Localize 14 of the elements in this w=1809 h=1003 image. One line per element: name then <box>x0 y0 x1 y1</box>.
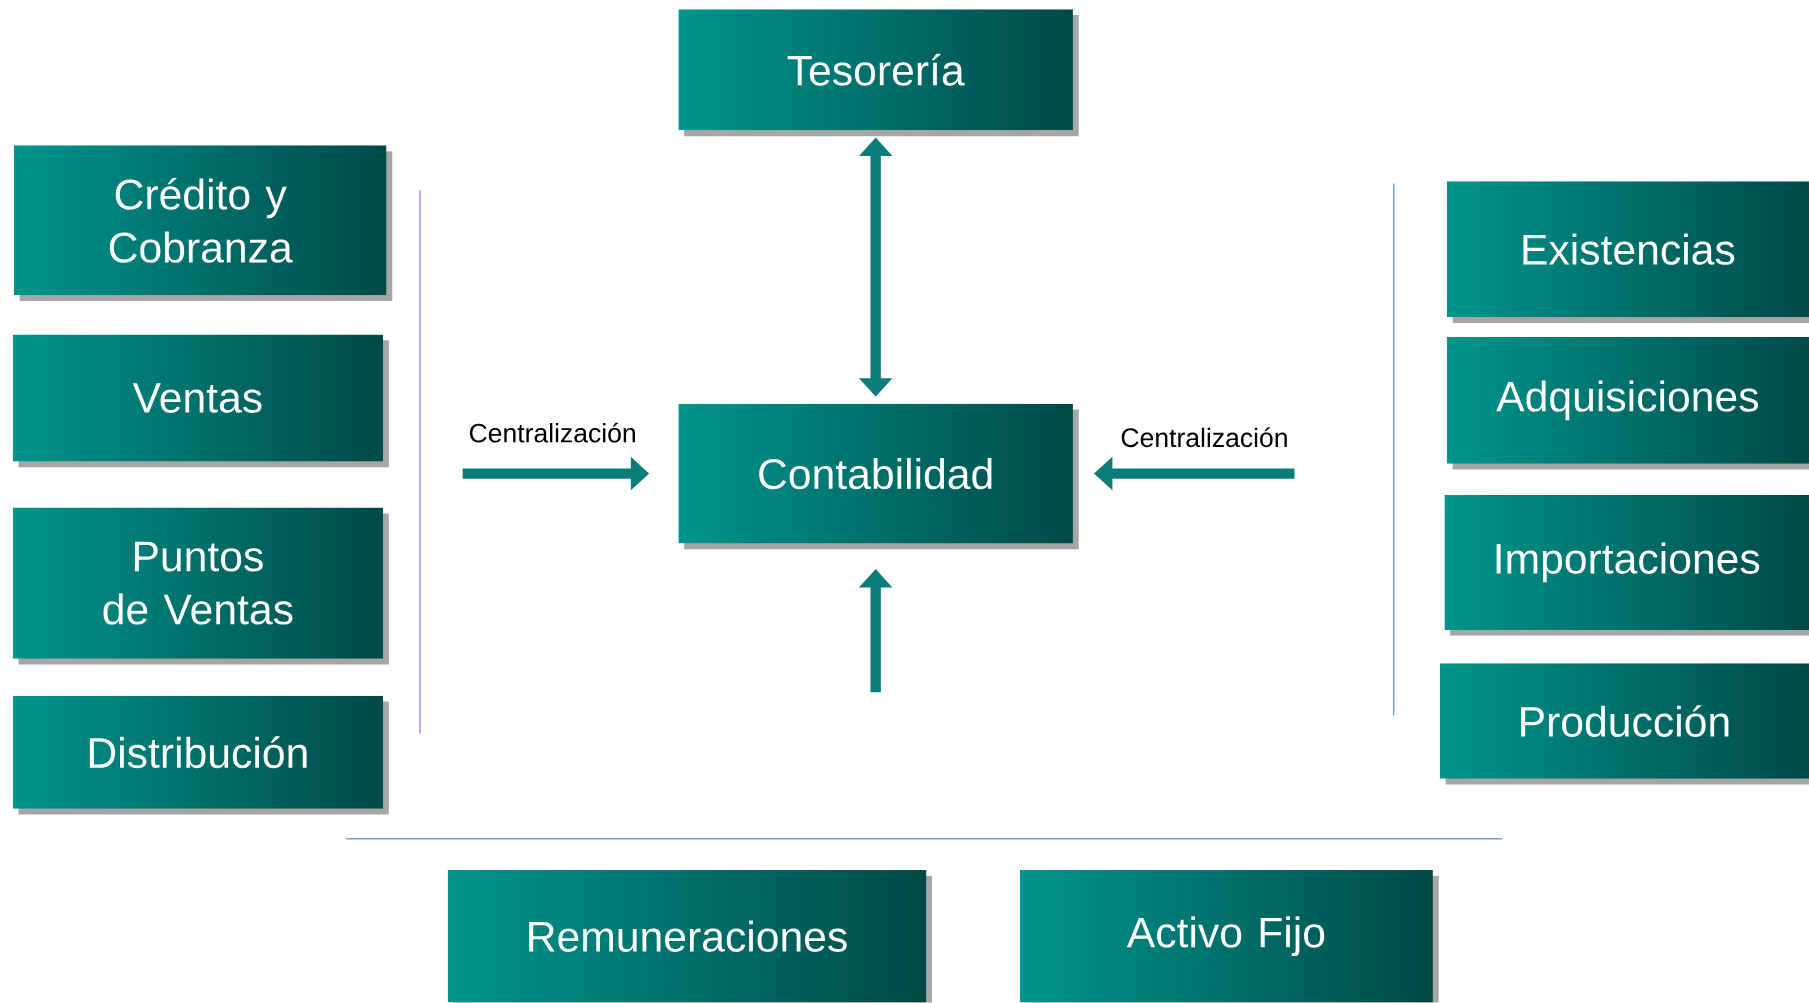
process-box: Contabilidad <box>678 404 1079 550</box>
edge-label: Centralización <box>466 420 639 446</box>
process-box: Producción <box>1439 663 1809 785</box>
process-box: Activo Fijo <box>1019 870 1439 1003</box>
process-box: Crédito y Cobranza <box>13 145 393 302</box>
process-box: Adquisiciones <box>1446 337 1809 470</box>
process-box: Tesorería <box>678 9 1079 137</box>
process-box: Remuneraciones <box>447 870 933 1003</box>
process-box: Importaciones <box>1444 495 1809 636</box>
process-box: Distribución <box>12 695 389 815</box>
edge-label: Centralización <box>1118 425 1291 450</box>
process-box: Existencias <box>1446 181 1809 324</box>
process-box: Ventas <box>12 334 389 468</box>
process-box: Puntos de Ventas <box>12 507 389 665</box>
